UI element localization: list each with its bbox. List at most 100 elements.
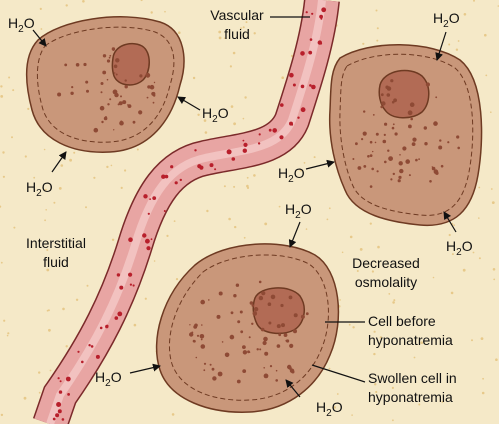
cytoplasm-dot [152,101,155,104]
cytoplasm-dot [102,54,107,58]
cytoplasm-dot [217,371,223,377]
cytoplasm-dot [236,379,241,384]
background-speckle [150,11,153,14]
water-label: H2O [278,165,305,185]
vessel-blood-dot [300,84,305,89]
cytoplasm-dot [267,302,272,307]
vessel-blood-dot [242,139,245,142]
cytoplasm-dot [100,82,104,85]
cytoplasm-dot [293,329,297,334]
water-arrow [177,96,201,111]
cell-cytoplasm-dots [189,280,309,384]
background-speckle [463,13,467,16]
water-label: H2O [316,399,343,419]
cytoplasm-dot [402,146,407,151]
water-arrow [305,159,335,170]
background-speckle [0,413,4,417]
cytoplasm-dot [71,86,74,89]
background-speckle [124,169,127,172]
background-speckle [65,345,68,348]
background-speckle [133,323,137,327]
pointer-lines [270,16,366,383]
background-speckle [178,31,181,34]
cytoplasm-dot [253,307,259,312]
cytoplasm-dot [260,327,265,332]
background-speckle [233,122,237,126]
cytoplasm-dot [242,350,248,355]
water-label: H2O [285,201,312,221]
cytoplasm-dot [153,94,156,97]
cytoplasm-dot [112,49,115,51]
vessel-blood-dot [272,128,278,133]
background-speckle [356,270,359,272]
cytoplasm-dot [300,314,305,319]
vessel-blood-dot [67,393,70,396]
background-speckle [359,248,363,251]
cytoplasm-dot [104,116,108,119]
cytoplasm-dot [456,135,460,139]
cytoplasm-dot [212,376,217,381]
vessel-blood-dot [289,121,293,126]
cytoplasm-dot [189,332,194,337]
water-label: H2O [95,369,122,389]
cytoplasm-dot [352,158,355,160]
cytoplasm-dot [153,81,156,84]
background-speckle [166,234,169,237]
vessel-blood-dot [150,238,153,241]
cytoplasm-dot [457,146,461,150]
cytoplasm-dot [147,85,151,89]
vessel-blood-dot [280,103,284,107]
background-speckle [46,268,50,272]
cytoplasm-dot [381,101,386,106]
cytoplasm-dot [249,301,254,305]
cytoplasm-dot [261,291,266,296]
background-speckle [171,413,175,416]
vessel-blood-dot [300,51,305,56]
cytoplasm-dot [380,105,384,109]
background-speckle [24,155,27,158]
background-speckle [38,371,41,374]
cytoplasm-dot [216,314,221,319]
cytoplasm-dot [200,344,206,349]
cytoplasm-dot [372,150,374,153]
cytoplasm-dot [149,84,155,90]
cytoplasm-dot [270,294,276,300]
background-speckle [223,185,226,188]
cytoplasm-dot [259,348,262,351]
vessel-blood-dot [59,380,62,383]
vessel-blood-dot [128,272,133,277]
cytoplasm-dot [120,95,122,98]
cytoplasm-dot [394,132,398,136]
background-speckle [58,187,62,190]
background-speckle [173,220,176,223]
cytoplasm-dot [108,56,111,59]
background-speckle [264,222,268,226]
vessel-blood-dot [209,163,214,168]
cytoplasm-dot [251,304,255,307]
background-speckle [472,251,475,254]
cell-right [328,44,483,227]
cytoplasm-dot [124,85,128,89]
cytoplasm-dot [196,334,200,337]
cytoplasm-dot [383,133,386,136]
vessel-blood-dot [309,84,312,87]
cytoplasm-dot [263,367,266,369]
cytoplasm-dot [393,98,397,103]
background-speckle [418,403,421,406]
background-speckle [192,76,196,80]
background-speckle [373,330,376,333]
background-speckle [485,74,488,77]
background-speckle [2,151,5,154]
cytoplasm-dot [283,333,288,337]
background-speckle [490,111,492,113]
vessel-blood-dot [231,157,236,161]
cytoplasm-dot [447,141,450,144]
cytoplasm-dot [390,79,394,83]
background-speckle [393,299,396,302]
decreased-osmolality-label-line1: Decreased [352,255,420,271]
cytoplasm-dot [423,126,427,130]
cytoplasm-dot [203,369,206,372]
background-speckle [495,358,498,362]
background-speckle [253,32,256,35]
